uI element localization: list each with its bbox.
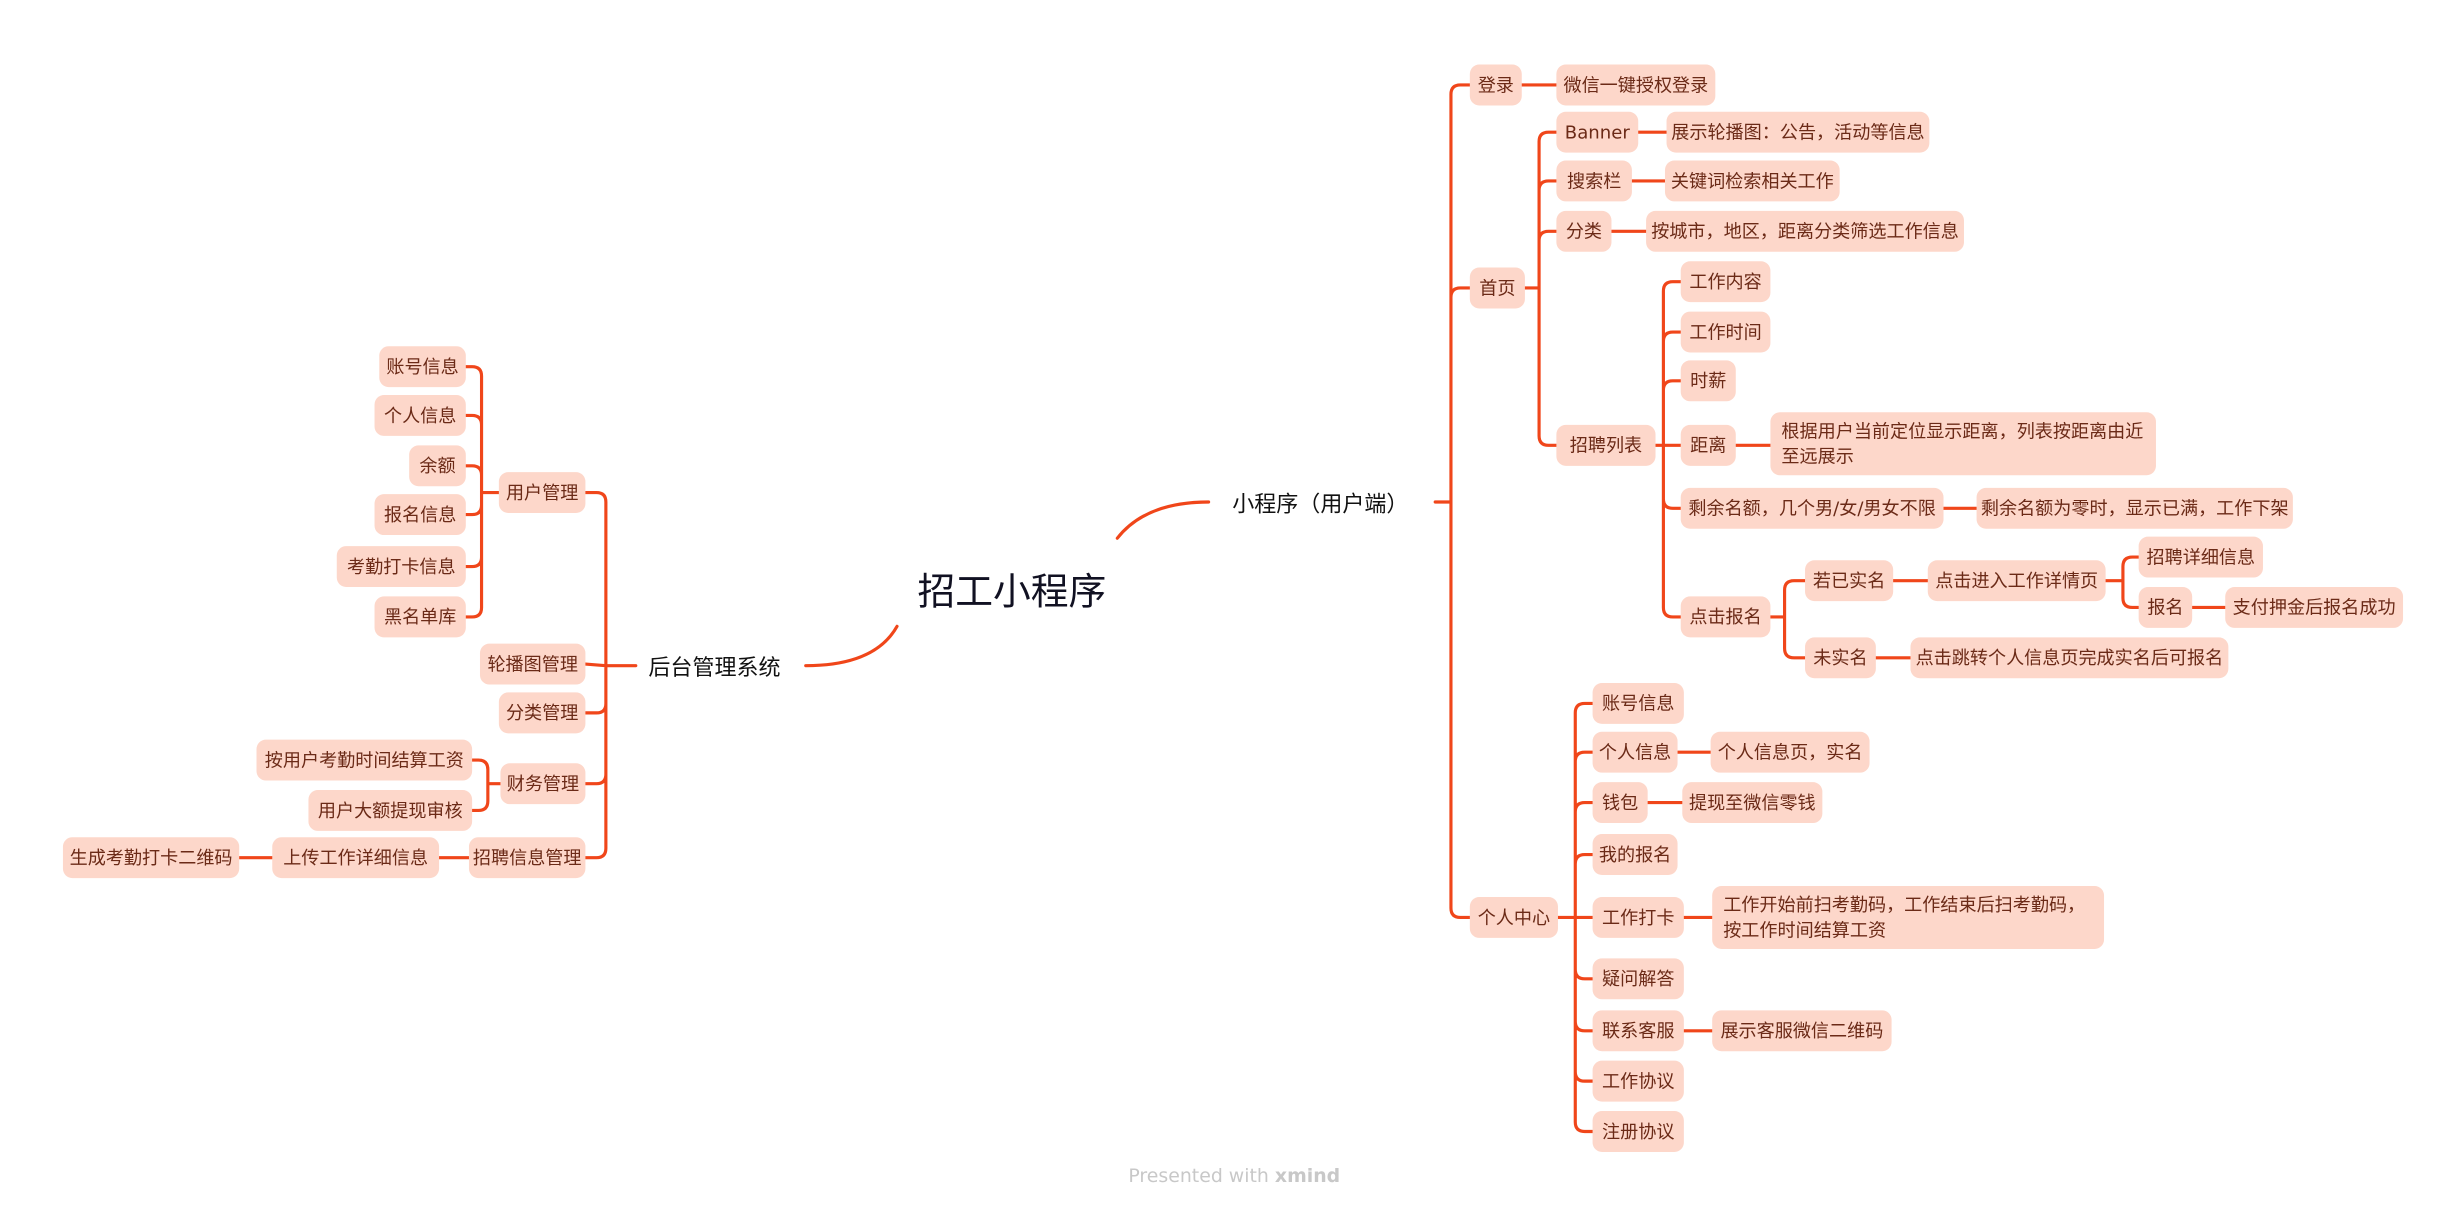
node-unverified[interactable]: 未实名 — [1805, 637, 1876, 679]
node-recruit-mgmt[interactable]: 招聘信息管理 — [468, 837, 586, 879]
node-distance[interactable]: 距离 — [1680, 424, 1736, 466]
node-home[interactable]: 首页 — [1469, 267, 1525, 309]
node-job-info[interactable]: 招聘详细信息 — [2138, 536, 2263, 578]
node-work-agreement[interactable]: 工作协议 — [1592, 1060, 1684, 1102]
node-job-wage[interactable]: 时薪 — [1680, 360, 1736, 402]
node-user-account[interactable]: 账号信息 — [379, 346, 466, 388]
node-search[interactable]: 搜索栏 — [1556, 160, 1632, 202]
node-user-checkin[interactable]: 考勤打卡信息 — [336, 546, 466, 587]
node-signup-detail[interactable]: 支付押金后报名成功 — [2225, 586, 2404, 628]
node-service[interactable]: 联系客服 — [1592, 1010, 1684, 1052]
node-wallet-detail[interactable]: 提现至微信零钱 — [1682, 782, 1823, 824]
root-topic[interactable]: 招工小程序 — [917, 569, 1107, 614]
node-joblist[interactable]: 招聘列表 — [1556, 424, 1656, 466]
node-job-content[interactable]: 工作内容 — [1680, 261, 1771, 303]
node-signup[interactable]: 报名 — [2138, 586, 2193, 628]
node-faq[interactable]: 疑问解答 — [1592, 958, 1684, 1000]
branch-admin[interactable]: 后台管理系统 — [648, 656, 781, 682]
node-user-apply[interactable]: 报名信息 — [374, 494, 466, 536]
connector-path — [237, 83, 2227, 1134]
node-user-balance[interactable]: 余额 — [409, 445, 466, 487]
node-checkin[interactable]: 工作打卡 — [1592, 897, 1684, 938]
node-banner-mgmt[interactable]: 轮播图管理 — [479, 643, 586, 685]
node-banner[interactable]: Banner — [1556, 111, 1639, 153]
node-finance-mgmt[interactable]: 财务管理 — [500, 763, 586, 805]
node-search-detail[interactable]: 关键词检索相关工作 — [1664, 160, 1840, 202]
node-account[interactable]: 账号信息 — [1592, 682, 1684, 724]
node-banner-detail[interactable]: 展示轮播图：公告，活动等信息 — [1666, 111, 1930, 153]
node-checkin-detail[interactable]: 工作开始前扫考勤码，工作结束后扫考勤码，按工作时间结算工资 — [1712, 885, 2105, 949]
node-personal-detail[interactable]: 个人信息页，实名 — [1710, 731, 1870, 773]
node-login[interactable]: 登录 — [1469, 64, 1522, 106]
node-job-time[interactable]: 工作时间 — [1680, 311, 1771, 353]
footer-prefix: Presented with — [1128, 1164, 1275, 1187]
node-category-detail[interactable]: 按城市，地区，距离分类筛选工作信息 — [1646, 210, 1964, 252]
node-personal[interactable]: 个人信息 — [1592, 731, 1678, 773]
node-category[interactable]: 分类 — [1556, 210, 1612, 252]
node-register-agreement[interactable]: 注册协议 — [1592, 1111, 1684, 1152]
node-user-personal[interactable]: 个人信息 — [374, 394, 466, 436]
node-quota-detail[interactable]: 剩余名额为零时，显示已满，工作下架 — [1976, 487, 2293, 529]
node-finance-salary[interactable]: 按用户考勤时间结算工资 — [256, 739, 473, 781]
xmind-logo: xmind — [1274, 1164, 1341, 1187]
node-unverified-detail[interactable]: 点击跳转个人信息页完成实名后可报名 — [1910, 637, 2229, 679]
node-finance-withdraw[interactable]: 用户大额提现审核 — [308, 789, 473, 831]
node-my-apply[interactable]: 我的报名 — [1592, 834, 1678, 875]
node-distance-detail[interactable]: 根据用户当前定位显示距离，列表按距离由近至远展示 — [1770, 412, 2156, 476]
node-verified[interactable]: 若已实名 — [1805, 560, 1894, 602]
node-verified-detail[interactable]: 点击进入工作详情页 — [1927, 560, 2106, 602]
node-profile[interactable]: 个人中心 — [1469, 897, 1558, 938]
node-wallet[interactable]: 钱包 — [1592, 782, 1648, 824]
node-recruit-qrcode[interactable]: 生成考勤打卡二维码 — [62, 837, 240, 879]
branch-miniapp[interactable]: 小程序（用户端） — [1232, 492, 1409, 518]
node-quota[interactable]: 剩余名额，几个男/女/男女不限 — [1680, 487, 1944, 529]
node-apply[interactable]: 点击报名 — [1680, 596, 1771, 638]
footer-credit: Presented with xmind — [1128, 1165, 1340, 1187]
node-user-mgmt[interactable]: 用户管理 — [498, 472, 586, 514]
node-user-blacklist[interactable]: 黑名单库 — [374, 596, 466, 638]
node-recruit-upload[interactable]: 上传工作详细信息 — [272, 837, 440, 879]
node-login-detail[interactable]: 微信一键授权登录 — [1556, 64, 1716, 106]
node-category-mgmt[interactable]: 分类管理 — [498, 692, 586, 734]
node-service-detail[interactable]: 展示客服微信二维码 — [1712, 1010, 1892, 1052]
